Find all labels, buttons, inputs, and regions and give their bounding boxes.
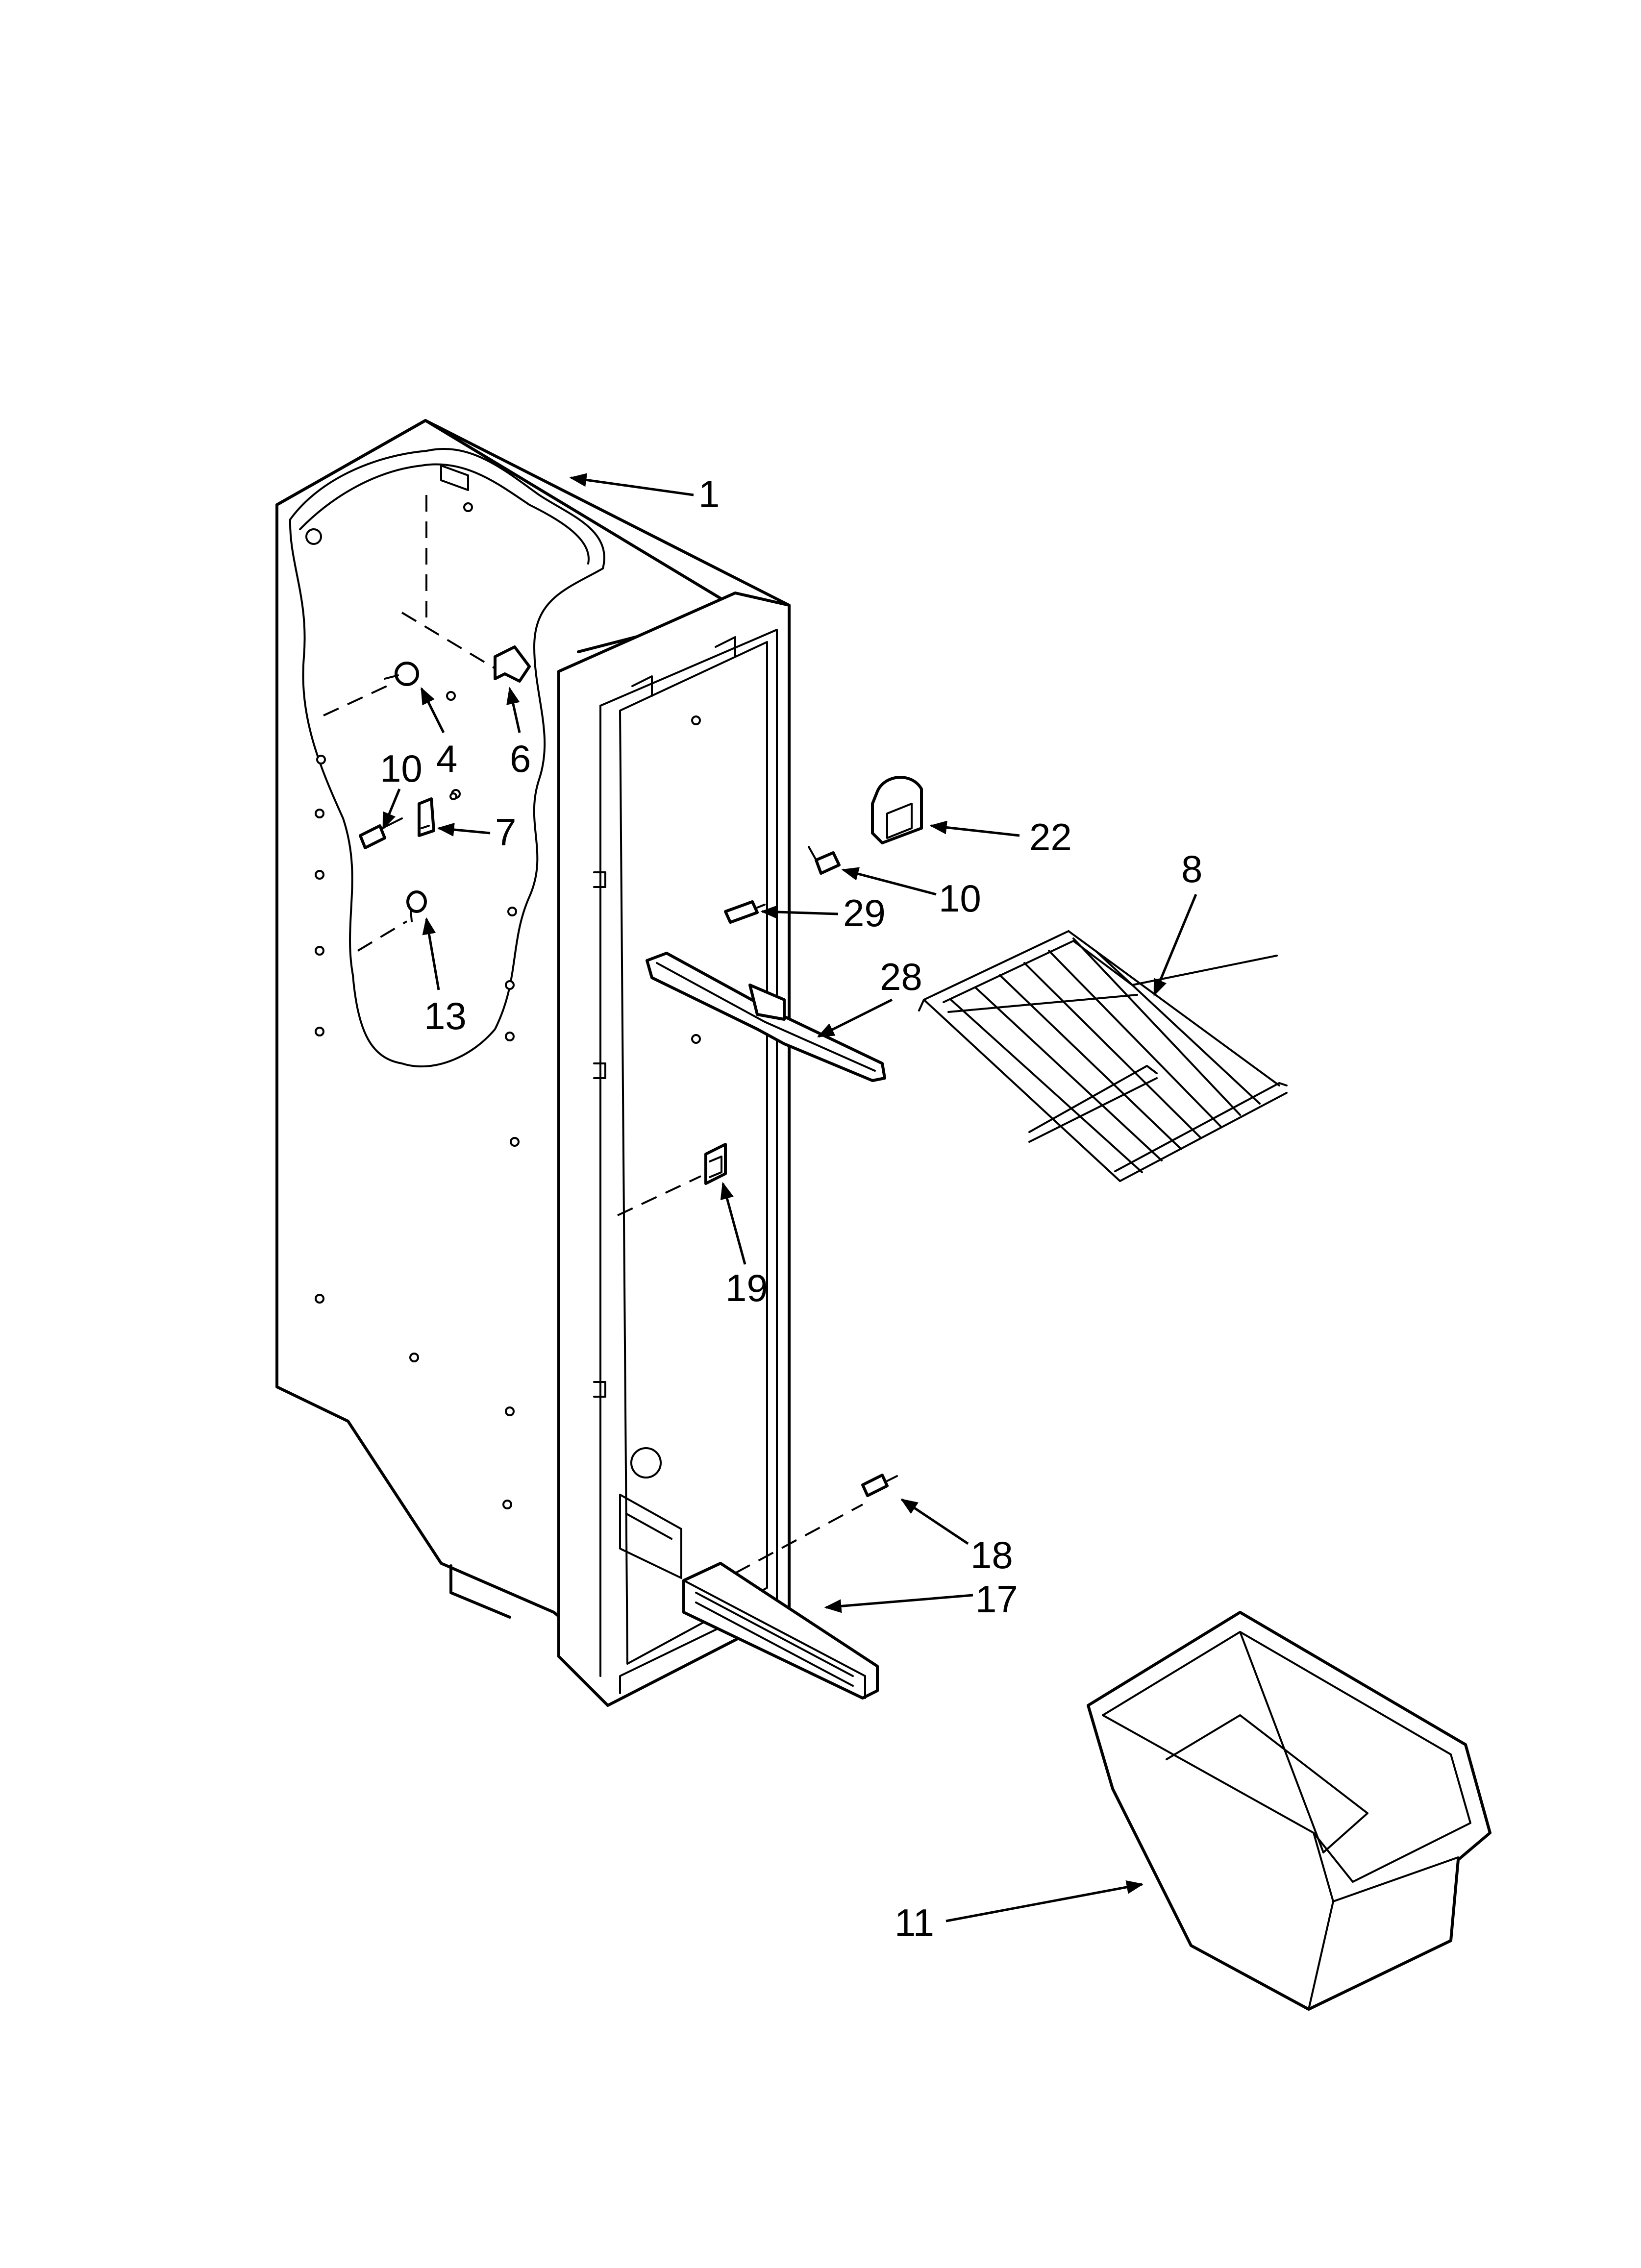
freezer-liner <box>275 419 863 1707</box>
callout-28: 28 <box>880 955 922 998</box>
callout-17: 17 <box>975 1578 1018 1621</box>
part-6-clip <box>494 645 531 683</box>
leader-lines <box>382 473 1197 1923</box>
callout-8: 8 <box>1181 847 1202 890</box>
part-13-screw <box>406 890 427 922</box>
callout-11: 11 <box>895 1901 934 1944</box>
part-28-shelf-bracket <box>646 952 886 1082</box>
part-4-pin <box>384 662 419 686</box>
callout-19: 19 <box>725 1266 768 1309</box>
callout-10: 10 <box>380 747 423 790</box>
part-10-screw-right <box>808 846 841 875</box>
part-22-support <box>871 776 923 844</box>
callout-22: 22 <box>1029 815 1072 859</box>
part-17-grille <box>682 1562 879 1700</box>
callout-1: 1 <box>698 472 720 516</box>
callout-10: 10 <box>939 877 981 920</box>
part-18-screw <box>861 1474 898 1497</box>
callout-18: 18 <box>970 1533 1013 1577</box>
callout-6: 6 <box>510 737 531 780</box>
callout-4: 4 <box>436 737 457 780</box>
part-11-bin <box>1087 1611 1492 2011</box>
callout-29: 29 <box>843 891 886 935</box>
part-7-bracket <box>418 792 457 837</box>
callout-13: 13 <box>424 994 467 1037</box>
part-19-switch <box>704 1143 727 1185</box>
callout-7: 7 <box>495 811 516 854</box>
callout-labels: 1 4 6 10 7 13 22 8 10 29 28 19 18 17 11 <box>380 472 1202 1944</box>
part-8-wire-shelf <box>918 930 1288 1182</box>
